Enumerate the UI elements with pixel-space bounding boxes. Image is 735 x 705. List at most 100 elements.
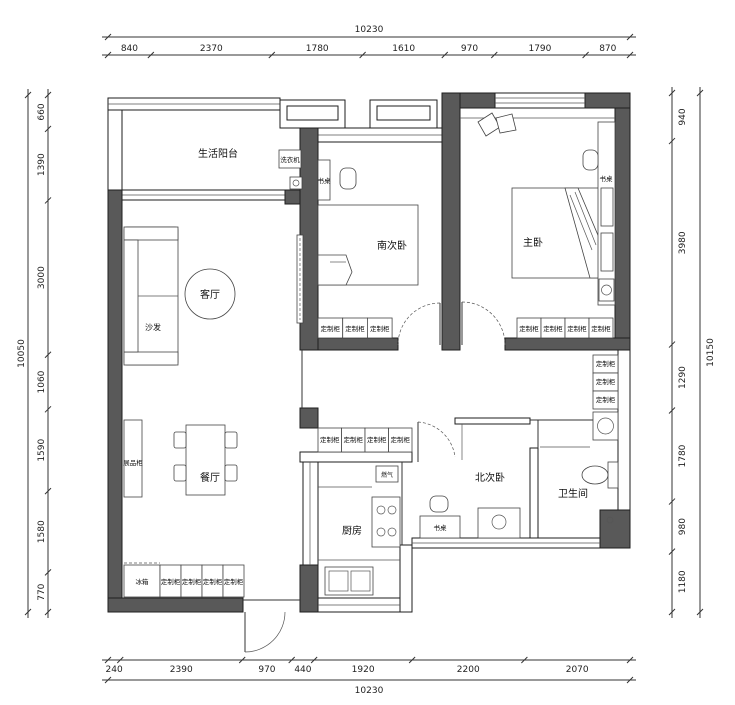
floor-drain-icon — [292, 179, 300, 187]
dim-right-tick — [668, 608, 676, 616]
dim-right-tick — [696, 608, 704, 616]
toilet-bowl — [581, 465, 609, 485]
custom-cabinet-label: 定制柜 — [543, 324, 563, 333]
desk-label: 书桌 — [318, 176, 332, 185]
fridge-label: 冰箱 — [136, 577, 150, 586]
dim-top-tick — [626, 33, 634, 41]
dim-top-tick — [268, 51, 276, 59]
custom-cabinet-label: 定制柜 — [596, 359, 616, 368]
blanket-fold — [574, 191, 597, 246]
dim-left-tick — [44, 125, 52, 133]
wash-basin — [598, 278, 615, 302]
dim-top-segment-label: 1610 — [392, 44, 415, 54]
dim-top-total-label: 10230 — [355, 25, 384, 35]
burner — [387, 505, 397, 515]
kitchen-sliding-door — [302, 461, 319, 566]
dim-left-total-label: 10050 — [17, 339, 27, 368]
dim-left-tick — [24, 608, 32, 616]
sofa — [123, 226, 179, 366]
custom-cabinet — [222, 564, 245, 598]
master-door-swing — [461, 301, 506, 346]
master-top-wall-left — [459, 92, 496, 109]
dim-top-tick — [104, 33, 112, 41]
dim-top-tick — [359, 51, 366, 59]
sofa-label: 沙发 — [145, 322, 161, 332]
dim-top-segment-label: 1780 — [306, 44, 329, 54]
dim-bottom-tick — [238, 656, 246, 664]
corridor-cabinet-wall — [299, 451, 413, 463]
kitchen-sink-basin — [350, 570, 371, 592]
dim-bottom-segment-label: 970 — [258, 665, 275, 675]
bed-blanket — [317, 254, 353, 286]
dim-right-segment-label: 1780 — [678, 444, 688, 467]
custom-cabinet-label: 定制柜 — [344, 435, 364, 444]
dining-chair — [173, 464, 187, 482]
dim-bottom-total-label: 10230 — [355, 686, 384, 696]
floor-drain — [289, 176, 303, 190]
dim-bottom-tick — [310, 656, 318, 664]
dim-right-segment-label: 1180 — [678, 570, 688, 593]
custom-cabinet-label: 定制柜 — [182, 577, 202, 586]
dining-chair — [224, 431, 238, 449]
custom-cabinet-label: 定制柜 — [596, 395, 616, 404]
master-right-wall — [614, 107, 631, 351]
bathroom-corner-wall — [599, 509, 631, 549]
dim-right-tick — [668, 89, 676, 97]
dim-right-segment-label: 1290 — [678, 366, 688, 389]
room-label-balcony: 生活阳台 — [198, 147, 238, 160]
dim-top-tick — [104, 51, 112, 59]
chair — [339, 167, 357, 190]
window-unit-inner — [376, 105, 431, 121]
stove — [371, 496, 401, 548]
dim-bottom-segment-label: 2390 — [170, 665, 193, 675]
dim-right-total-label: 10150 — [706, 338, 716, 367]
custom-cabinet — [388, 427, 413, 453]
dim-left-segment-label: 770 — [37, 583, 47, 600]
master-top-wall-right — [584, 92, 631, 109]
fixture-labels: 洗衣机 沙发 展品柜 冰箱 燃气 书桌 书桌 书桌 定制柜 定制柜 定制柜 定制… — [123, 155, 616, 586]
desk — [317, 159, 331, 201]
bedroom-partition-wall — [441, 92, 461, 351]
north-bedroom-door-swing — [417, 421, 456, 458]
custom-cabinet-label: 定制柜 — [367, 435, 387, 444]
dim-top-tick — [490, 51, 498, 59]
dim-left-segment-label: 1580 — [37, 520, 47, 543]
room-label-bathroom: 卫生间 — [558, 487, 588, 500]
left-wall — [107, 189, 123, 613]
burner — [376, 505, 386, 515]
dim-bottom-segment-label: 1920 — [352, 665, 375, 675]
dim-top-segment-label: 870 — [599, 44, 616, 54]
dim-left-tick — [24, 91, 32, 99]
fridge — [123, 564, 161, 598]
dim-bottom-tick — [521, 656, 528, 664]
chair — [582, 149, 599, 171]
custom-cabinet-label: 定制柜 — [519, 324, 539, 333]
custom-cabinet-label: 定制柜 — [391, 435, 411, 444]
south-bedroom-bottom-wall — [317, 337, 399, 351]
room-label-dining-room: 餐厅 — [200, 471, 220, 484]
dining-chair — [224, 464, 238, 482]
dining-table — [185, 424, 226, 496]
kitchen-sink — [324, 566, 374, 596]
entrance-corner-wall — [299, 564, 319, 613]
dim-bottom-segment-label: 2200 — [457, 665, 480, 675]
custom-cabinet — [588, 317, 614, 339]
dim-bottom-tick — [626, 656, 634, 664]
dim-right-tick — [696, 89, 704, 97]
room-label-south-bedroom: 南次卧 — [377, 239, 407, 252]
room-labels: 生活阳台 客厅 餐厅 厨房 南次卧 主卧 北次卧 卫生间 — [198, 147, 588, 537]
dim-top-segment-label: 970 — [461, 44, 478, 54]
dim-left-segment-label: 1390 — [37, 153, 47, 176]
custom-cabinet-label: 定制柜 — [591, 324, 611, 333]
dim-right-tick — [668, 548, 676, 556]
north-bedroom-top-wall — [454, 417, 531, 425]
dim-left-tick — [44, 608, 52, 616]
master-window — [494, 92, 586, 109]
custom-cabinet-label: 定制柜 — [203, 577, 223, 586]
south-bedroom-door-swing — [397, 302, 441, 346]
dim-bottom-segment-label: 440 — [294, 665, 311, 675]
dim-left-segment-label: 3000 — [37, 266, 47, 289]
pillow — [495, 113, 517, 134]
dim-left-segment-label: 1060 — [37, 370, 47, 393]
